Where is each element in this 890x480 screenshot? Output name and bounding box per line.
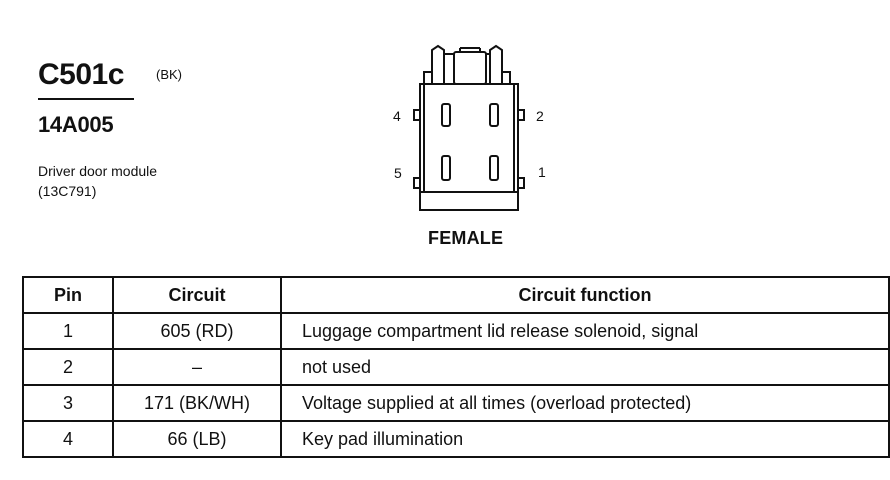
cell-pin: 4 (22, 420, 114, 458)
part-number: 14A005 (38, 112, 114, 137)
cell-circuit: – (112, 348, 282, 386)
cell-circuit: 605 (RD) (112, 312, 282, 350)
connector-id: C501c (38, 58, 124, 91)
pin-label-2: 2 (536, 108, 544, 124)
header-circuit: Circuit (112, 276, 282, 314)
table-row: 1 605 (RD) Luggage compartment lid relea… (22, 312, 890, 350)
pin-cavities (441, 103, 499, 181)
connector-body (419, 83, 519, 211)
pin-label-1: 1 (538, 164, 546, 180)
header-pin: Pin (22, 276, 114, 314)
cell-pin: 2 (22, 348, 114, 386)
cell-pin: 3 (22, 384, 114, 422)
component-description: Driver door module (13C791) (38, 161, 157, 201)
description-line-1: Driver door module (38, 163, 158, 179)
cell-circuit: 171 (BK/WH) (112, 384, 282, 422)
connector-face-diagram (413, 44, 525, 211)
pin-assignment-table: Pin Circuit Circuit function 1 605 (RD) … (22, 276, 890, 458)
connector-side-tabs (413, 109, 525, 189)
pin-label-5: 5 (394, 165, 402, 181)
cell-circuit-function: Luggage compartment lid release solenoid… (280, 312, 890, 350)
table-header-row: Pin Circuit Circuit function (22, 276, 890, 314)
table-row: 3 171 (BK/WH) Voltage supplied at all ti… (22, 384, 890, 422)
connector-color: (BK) (156, 67, 182, 82)
connector-latch (423, 44, 511, 85)
cell-circuit: 66 (LB) (112, 420, 282, 458)
cell-pin: 1 (22, 312, 114, 350)
table-row: 2 – not used (22, 348, 890, 386)
cell-circuit-function: not used (280, 348, 890, 386)
header-divider (38, 98, 134, 100)
header-circuit-function: Circuit function (280, 276, 890, 314)
connector-gender-label: FEMALE (428, 228, 504, 248)
cell-circuit-function: Key pad illumination (280, 420, 890, 458)
pin-label-4: 4 (393, 108, 401, 124)
description-line-2: (13C791) (38, 183, 97, 199)
table-row: 4 66 (LB) Key pad illumination (22, 420, 890, 458)
cell-circuit-function: Voltage supplied at all times (overload … (280, 384, 890, 422)
